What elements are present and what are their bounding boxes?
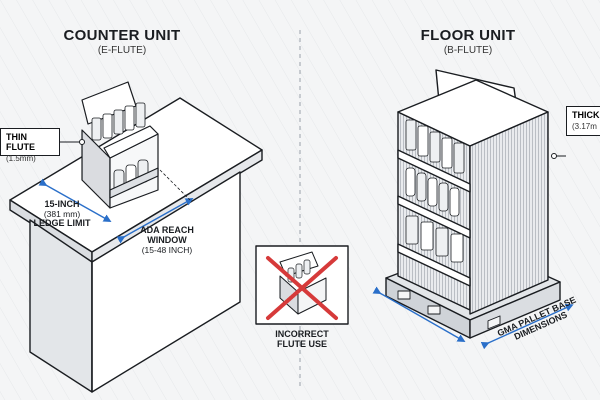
thin-flute-callout-value: (1.5mm) xyxy=(6,154,36,163)
thick-flute-callout: THICK (3.17m xyxy=(566,106,600,136)
ada-reach-line2: WINDOW xyxy=(147,234,187,245)
ada-reach-line1: ADA REACH xyxy=(140,225,194,235)
ada-reach-label: ADA REACH WINDOW (15-48 INCH) xyxy=(122,225,212,255)
ledge-limit-line2: (381 mm) xyxy=(43,208,81,219)
counter-unit-flute: (E-FLUTE) xyxy=(97,45,147,56)
incorrect-flute-box xyxy=(255,245,349,325)
thin-flute-callout-title: THIN FLUTE xyxy=(6,132,35,152)
floor-display xyxy=(385,69,561,339)
ada-reach-arrow xyxy=(116,198,194,244)
counter-display-product-top xyxy=(91,102,146,141)
floor-unit-flute: (B-FLUTE) xyxy=(443,45,493,56)
ledge-limit-line3: LEDGE LIMIT xyxy=(33,218,91,229)
ada-reach-line3: (15-48 INCH) xyxy=(141,244,193,255)
incorrect-flute-line2: FLUTE USE xyxy=(276,338,327,349)
ada-reach-guide xyxy=(159,169,191,201)
counter-unit-title: COUNTER UNIT xyxy=(63,27,181,44)
ledge-limit-line1: 15-INCH xyxy=(44,199,80,209)
pallet-width-arrow xyxy=(372,286,466,342)
incorrect-flute-line1: INCORRECT xyxy=(275,329,329,339)
floor-shelf-1 xyxy=(397,149,471,193)
pallet-depth-arrow xyxy=(480,304,574,350)
thick-flute-callout-title: THICK xyxy=(572,110,600,120)
thin-flute-callout: THIN FLUTE (1.5mm) xyxy=(0,128,60,163)
floor-display-side-right xyxy=(469,111,549,315)
floor-shelf-3 xyxy=(397,243,471,287)
ledge-limit-arrow xyxy=(38,178,112,222)
incorrect-flute-label: INCORRECT FLUTE USE xyxy=(256,329,348,350)
floor-unit-title: FLOOR UNIT xyxy=(420,27,516,44)
incorrect-cross-b xyxy=(266,256,338,320)
ledge-limit-label: 15-INCH (381 mm) LEDGE LIMIT xyxy=(26,199,98,229)
floor-shelf-2 xyxy=(397,195,471,239)
floor-display-products xyxy=(405,119,465,263)
thick-flute-callout-value: (3.17m xyxy=(572,122,597,131)
